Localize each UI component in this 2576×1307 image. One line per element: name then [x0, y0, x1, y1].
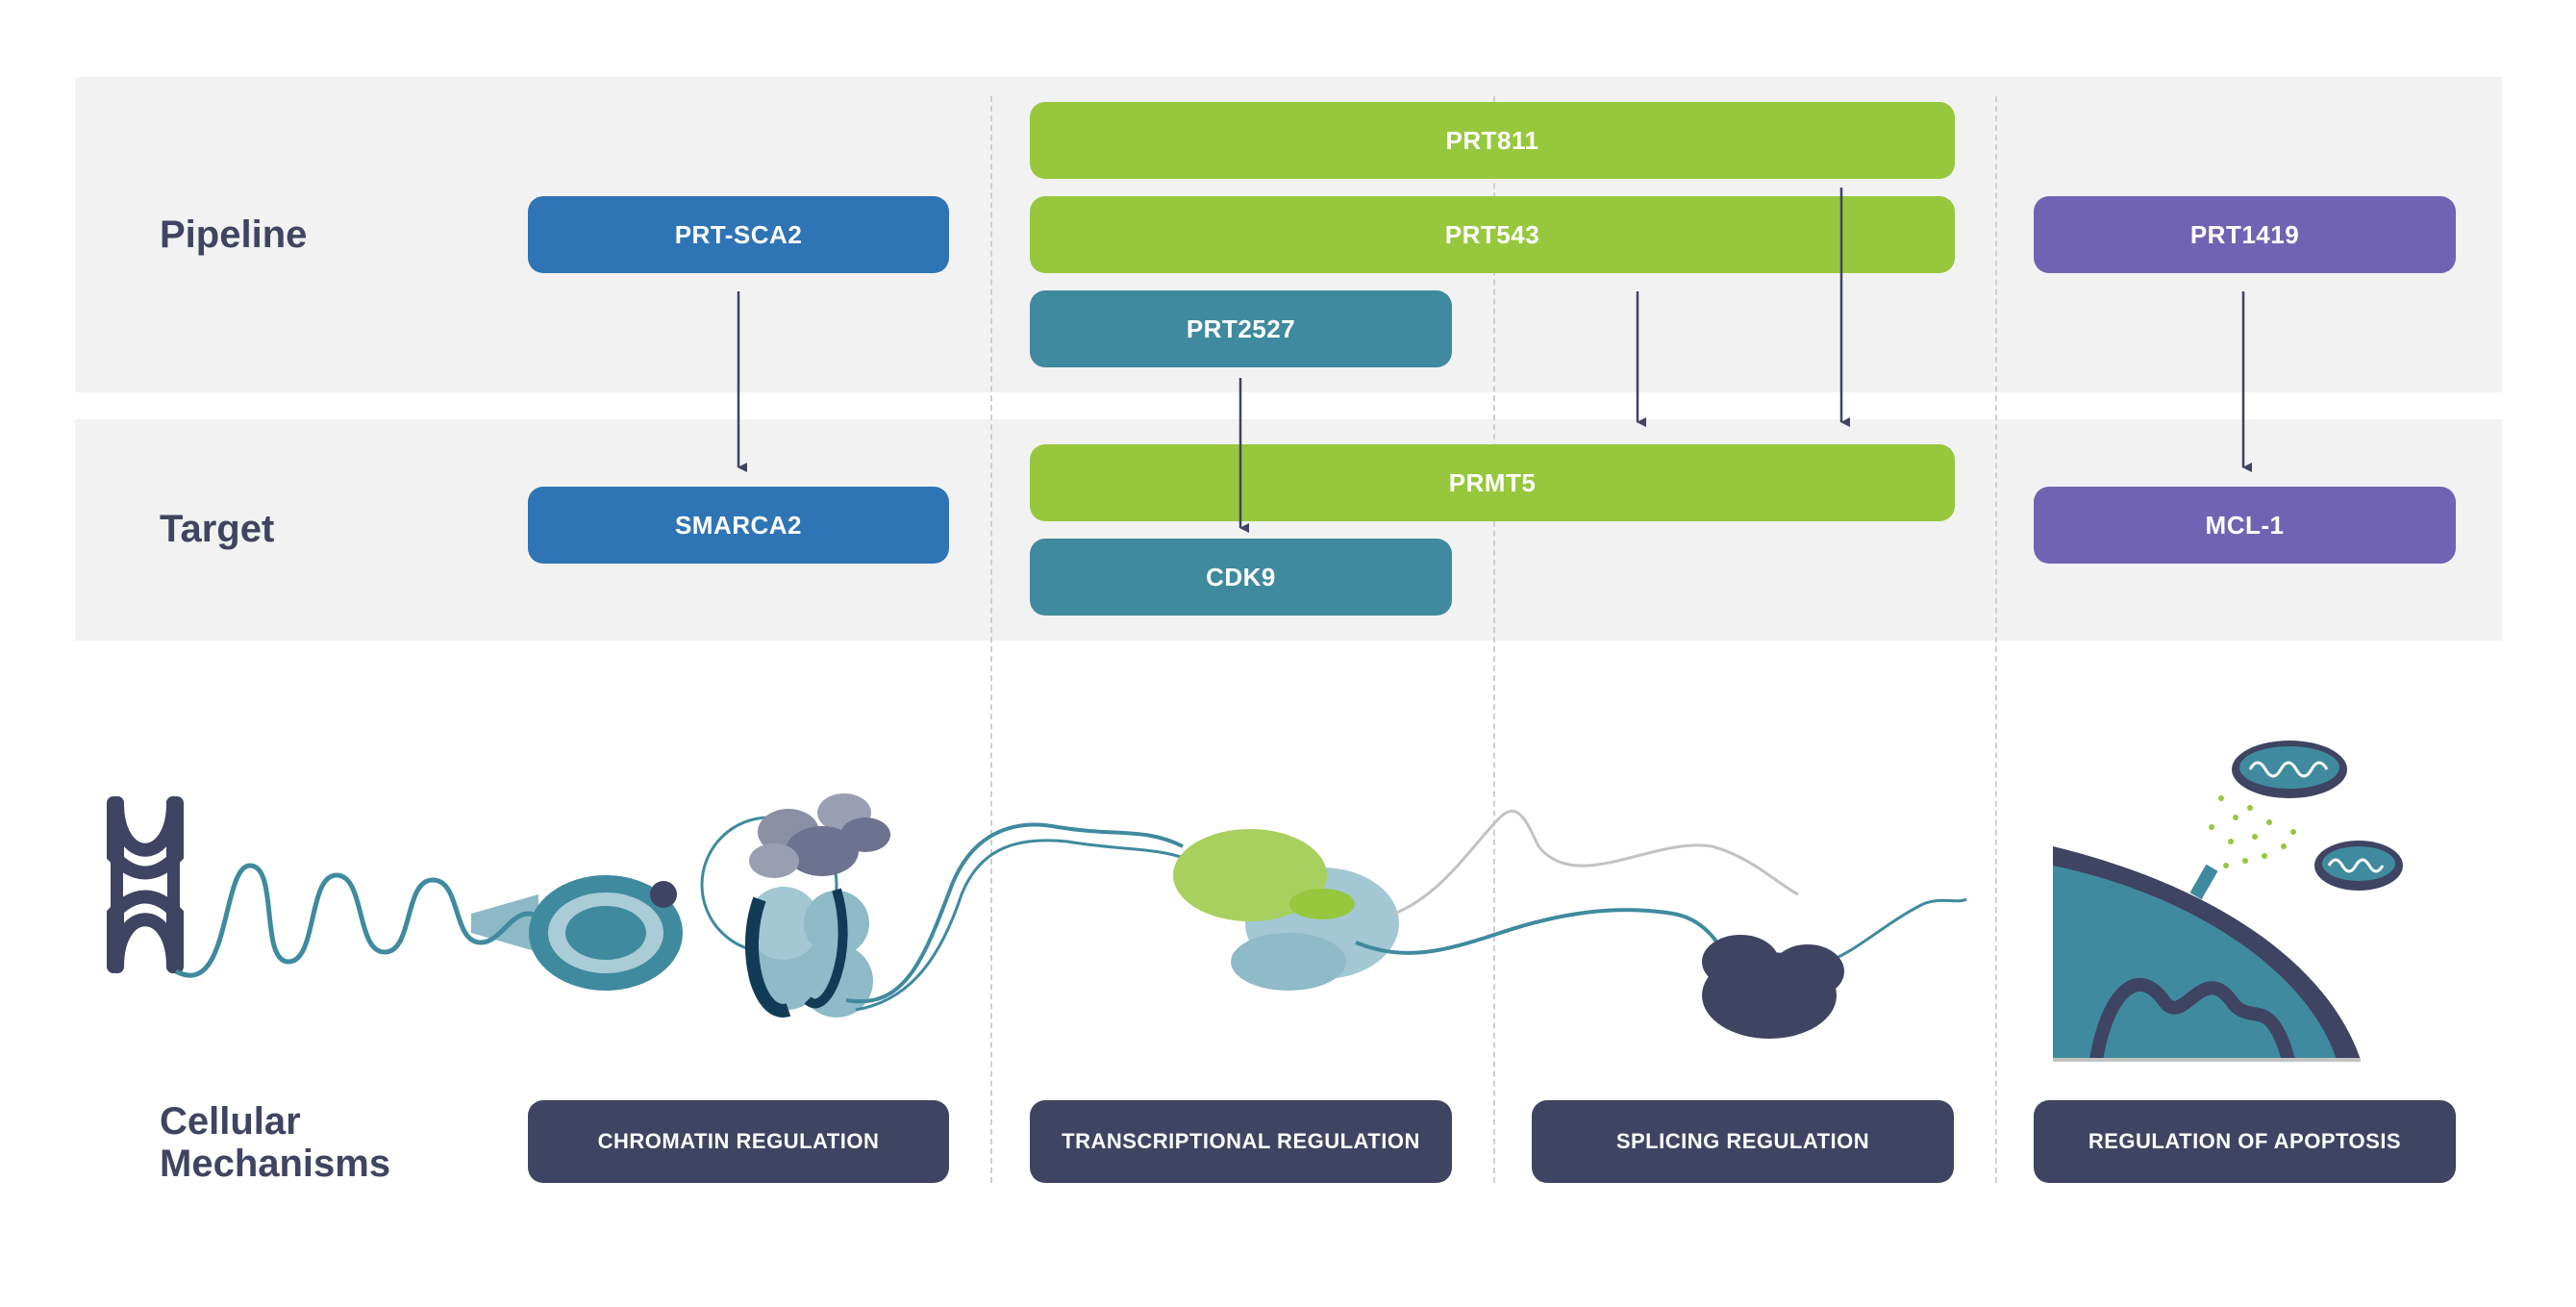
rna-strand-gray-icon: [1393, 810, 1799, 916]
mechanism-transcriptional-regulation[interactable]: TRANSCRIPTIONAL REGULATION: [1030, 1100, 1452, 1183]
row-label-cellular-mechanisms: Cellular Mechanisms: [160, 1100, 390, 1185]
target-mcl1[interactable]: MCL-1: [2034, 487, 2456, 564]
pipeline-prt-sca2[interactable]: PRT-SCA2: [528, 196, 949, 273]
pipeline-prt1419[interactable]: PRT1419: [2034, 196, 2456, 273]
row-label-cellular-line1: Cellular: [160, 1100, 301, 1143]
column-divider-2: [1493, 96, 1495, 1183]
nucleosome-complex-icon: [700, 793, 890, 1018]
rna-strand-teal-icon: [1355, 908, 1728, 963]
row-label-cellular-line2: Mechanisms: [160, 1143, 391, 1185]
pipeline-to-target-arrows: [737, 188, 2252, 533]
pipeline-prt543[interactable]: PRT543: [1030, 196, 1955, 273]
mechanism-regulation-of-apoptosis[interactable]: REGULATION OF APOPTOSIS: [2034, 1100, 2456, 1183]
spliceosome-icon: [1702, 935, 1844, 1039]
dna-strand-icon: [845, 822, 1184, 1004]
target-smarca2[interactable]: SMARCA2: [528, 487, 949, 564]
row-label-pipeline: Pipeline: [160, 214, 308, 256]
rna-strand-teal-icon-b: [1826, 897, 1967, 964]
mechanism-splicing-regulation[interactable]: SPLICING REGULATION: [1532, 1100, 1954, 1183]
chromosome-icon-shape: [107, 796, 184, 973]
pipeline-prt2527[interactable]: PRT2527: [1030, 290, 1452, 367]
column-divider-1: [990, 96, 992, 1183]
mitochondrion-small-icon-1: [2232, 741, 2347, 798]
target-cdk9[interactable]: CDK9: [1030, 539, 1452, 616]
pipeline-prt811[interactable]: PRT811: [1030, 102, 1955, 179]
dna-strand-icon-b: [855, 839, 1193, 1012]
row-label-target: Target: [160, 508, 275, 550]
mitochondrion-large-icon: [2053, 846, 2361, 1062]
mechanism-chromatin-regulation[interactable]: CHROMATIN REGULATION: [528, 1100, 949, 1183]
mitochondrion-small-icon-2: [2314, 841, 2403, 891]
chromatin-fiber-icon: [174, 863, 559, 978]
transcription-complex-icon: [1173, 829, 1399, 991]
column-divider-3: [1995, 96, 1997, 1183]
released-particles-icon: [2209, 795, 2296, 868]
condensed-chromatin-icon: [471, 875, 683, 991]
target-prmt5[interactable]: PRMT5: [1030, 444, 1955, 521]
